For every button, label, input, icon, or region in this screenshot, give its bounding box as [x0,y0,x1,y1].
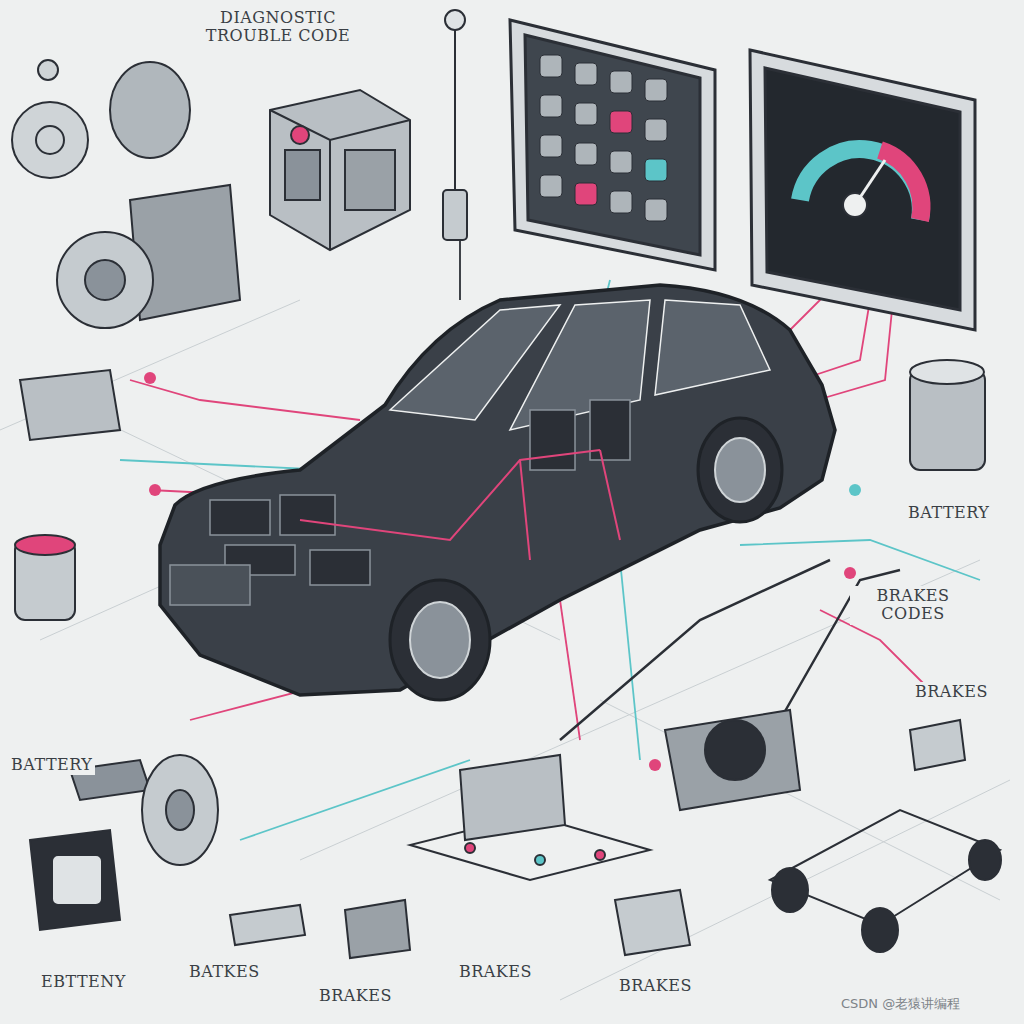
watermark: CSDN @老猿讲编程 [838,996,963,1013]
part-label: BATTERY [905,503,992,523]
part-label: DIAGNOSTIC TROUBLE CODE [190,8,366,47]
part-label: BRAKES [616,976,695,996]
part-label: BRAKES [912,682,991,702]
part-label: BRAKES [316,986,395,1006]
part-label: BRAKES [456,962,535,982]
part-label: BATTERY [8,755,95,775]
part-label: BRAKES CODES [850,586,976,625]
part-label: EBTTENY [38,972,129,992]
part-label: BATKES [186,962,263,982]
